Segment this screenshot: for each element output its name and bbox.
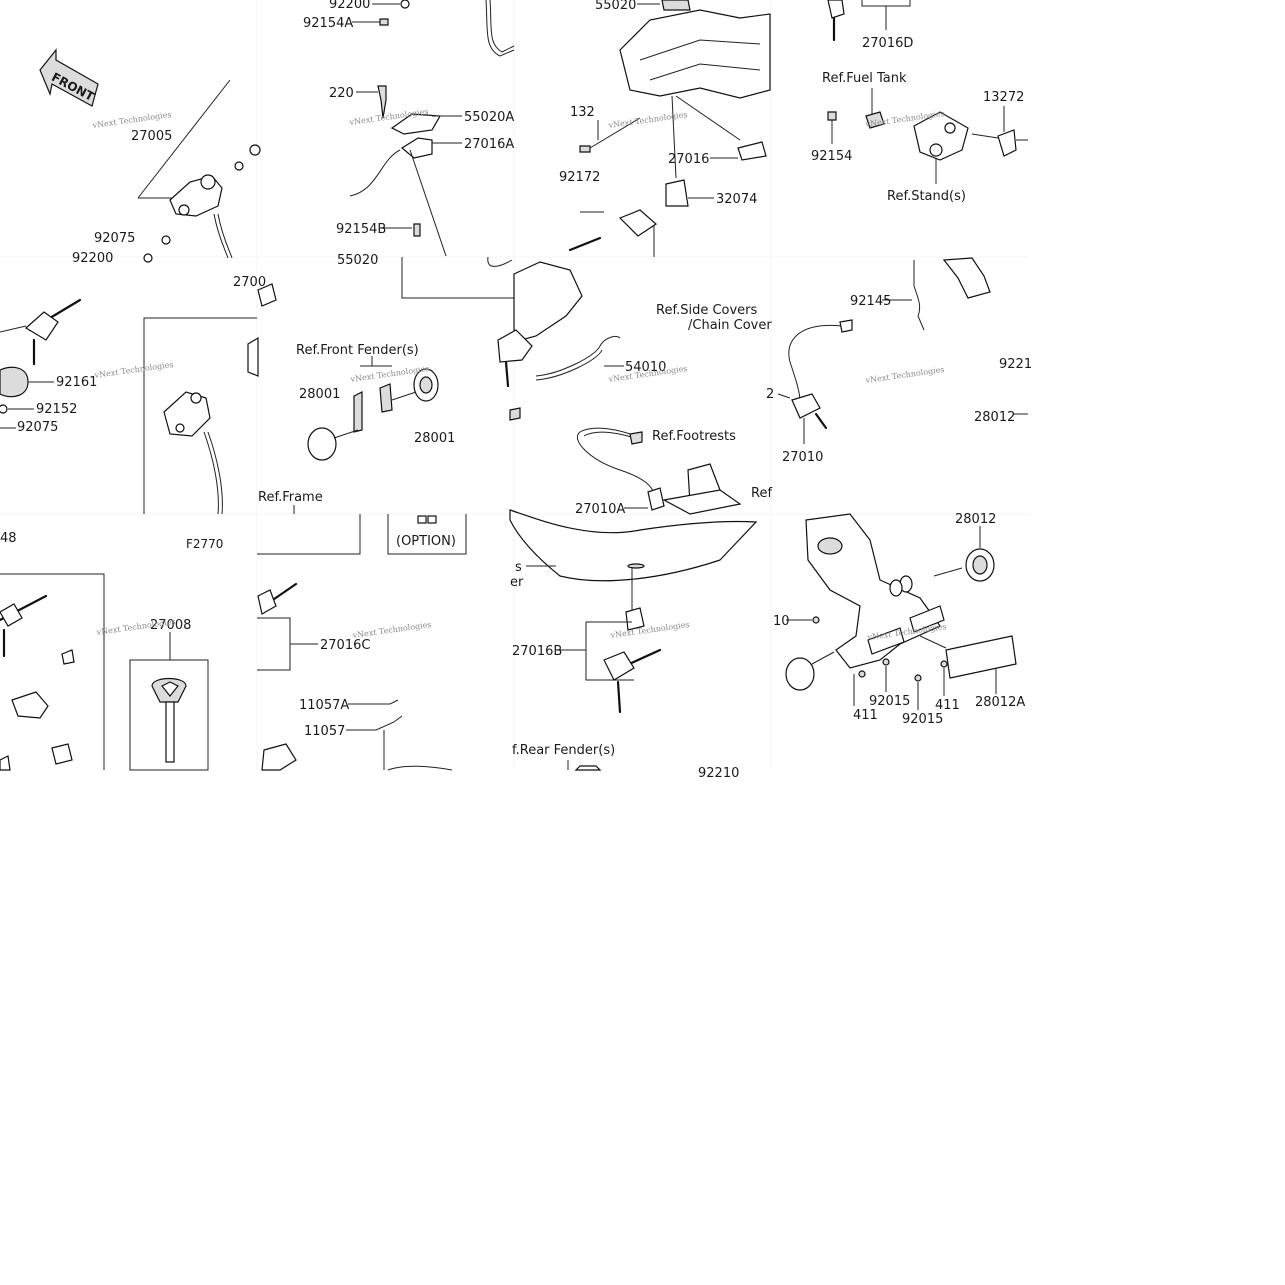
label-10: 10 bbox=[773, 614, 790, 629]
license-plate-bracket bbox=[785, 513, 1017, 710]
label-f2770: F2770 bbox=[186, 537, 223, 551]
label-ref-footrests: Ref.Footrests bbox=[652, 429, 736, 444]
label-92172: 92172 bbox=[559, 170, 600, 185]
label-54010: 54010 bbox=[625, 360, 666, 375]
watermark: vNext Technologies bbox=[351, 620, 432, 640]
label-er: er bbox=[510, 575, 524, 590]
label-28001-a: 28001 bbox=[299, 387, 340, 402]
label-92152: 92152 bbox=[36, 402, 77, 417]
bracket-assembly bbox=[349, 85, 462, 257]
label-28001-b: 28001 bbox=[414, 431, 455, 446]
label-92075-a: 92075 bbox=[94, 231, 135, 246]
label-92154A: 92154A bbox=[303, 16, 353, 31]
label-11057A: 11057A bbox=[299, 698, 349, 713]
label-27016C: 27016C bbox=[320, 638, 370, 653]
label-55020: 55020 bbox=[595, 0, 636, 13]
watermark: vNext Technologies bbox=[93, 360, 174, 380]
label-92015-a: 92015 bbox=[869, 694, 910, 709]
label-48: 48 bbox=[0, 531, 17, 546]
label-27008: 27008 bbox=[150, 618, 191, 633]
label-32074: 32074 bbox=[716, 192, 757, 207]
label-92154B: 92154B bbox=[336, 222, 386, 237]
label-27016B: 27016B bbox=[512, 644, 562, 659]
label-92015-b: 92015 bbox=[902, 712, 943, 727]
footrest-bracket bbox=[577, 427, 742, 515]
label-28012: 28012 bbox=[974, 410, 1015, 425]
label-ref-side-covers: Ref.Side Covers bbox=[656, 303, 758, 318]
wire-harness-27010 bbox=[777, 257, 1028, 444]
frame-section-top bbox=[568, 0, 771, 257]
label-27016A: 27016A bbox=[464, 137, 514, 152]
label-ref-fuel-tank: Ref.Fuel Tank bbox=[822, 71, 907, 86]
keys-27016C bbox=[257, 582, 453, 771]
label-92145: 92145 bbox=[850, 294, 891, 309]
front-arrow-icon: FRONT bbox=[39, 48, 99, 107]
label-92200: 92200 bbox=[329, 0, 370, 12]
label-s: s bbox=[515, 560, 522, 575]
key-set-27008 bbox=[0, 573, 209, 771]
label-132: 132 bbox=[570, 105, 595, 120]
frame-section-middle bbox=[497, 261, 624, 421]
ref-frame-outline bbox=[257, 505, 467, 555]
part-labels: 92200 92154A 55020 27016D 220 55020A 270… bbox=[0, 0, 1032, 781]
label-92075-b: 92075 bbox=[17, 420, 58, 435]
label-ref-front-fender: Ref.Front Fender(s) bbox=[296, 343, 419, 358]
front-fender-caps bbox=[307, 256, 514, 461]
watermark: vNext Technologies bbox=[95, 617, 176, 637]
label-2: 2 bbox=[766, 387, 774, 402]
label-2700: 2700 bbox=[233, 275, 266, 290]
label-27010: 27010 bbox=[782, 450, 823, 465]
label-ref-stands: Ref.Stand(s) bbox=[887, 189, 966, 204]
label-92161: 92161 bbox=[56, 375, 97, 390]
rear-fender-section bbox=[509, 509, 758, 771]
label-55020-b: 55020 bbox=[337, 253, 378, 268]
watermark: vNext Technologies bbox=[609, 620, 690, 640]
label-11057: 11057 bbox=[304, 724, 345, 739]
label-27016D: 27016D bbox=[862, 36, 913, 51]
label-ref-frame: Ref.Frame bbox=[258, 490, 323, 505]
label-92200-b: 92200 bbox=[72, 251, 113, 266]
label-27016: 27016 bbox=[668, 152, 709, 167]
label-92154: 92154 bbox=[811, 149, 852, 164]
label-28012A: 28012A bbox=[975, 695, 1025, 710]
stand-bracket bbox=[827, 88, 1028, 184]
label-ref: Ref bbox=[751, 486, 772, 501]
label-27005: 27005 bbox=[131, 129, 172, 144]
label-220: 220 bbox=[329, 86, 354, 101]
label-92210: 92210 bbox=[698, 766, 739, 781]
label-411-b: 411 bbox=[935, 698, 960, 713]
keys-27016D bbox=[827, 0, 911, 42]
label-9221: 9221 bbox=[999, 357, 1032, 372]
label-55020A: 55020A bbox=[464, 110, 514, 125]
bolts-top bbox=[352, 0, 515, 57]
label-ref-rear-fender: f.Rear Fender(s) bbox=[512, 743, 615, 758]
label-28012-b: 28012 bbox=[955, 512, 996, 527]
label-option: (OPTION) bbox=[396, 534, 456, 549]
label-411-a: 411 bbox=[853, 708, 878, 723]
watermark: vNext Technologies bbox=[91, 110, 172, 130]
watermark: vNext Technologies bbox=[607, 110, 688, 130]
label-chain-cover: /Chain Cover bbox=[688, 318, 772, 333]
label-13272: 13272 bbox=[983, 90, 1024, 105]
label-27010A: 27010A bbox=[575, 502, 625, 517]
keys-27005-group bbox=[0, 283, 277, 515]
watermark: vNext Technologies bbox=[864, 365, 945, 385]
ignition-switch-part bbox=[137, 79, 261, 263]
